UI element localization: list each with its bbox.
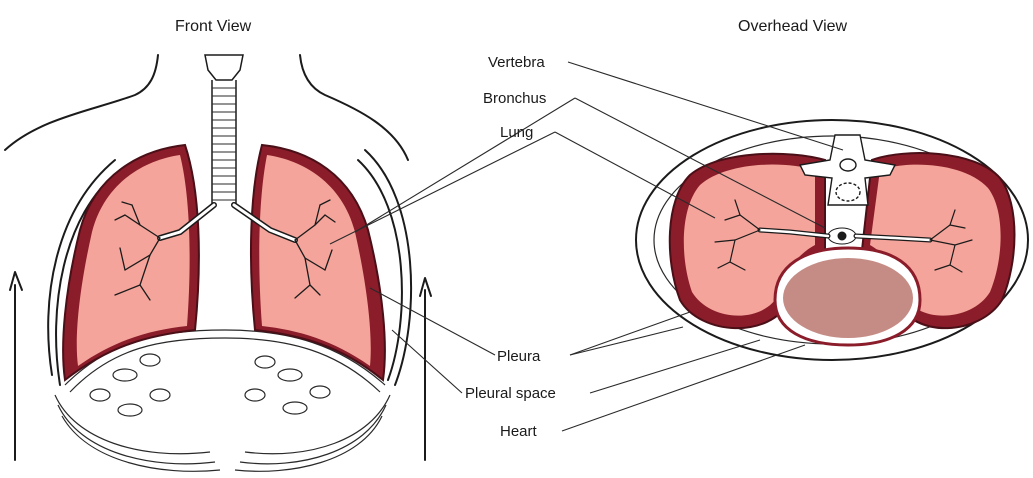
label-bronchus: Bronchus [483,90,546,107]
front-left-lung [63,145,199,380]
overhead-view-title: Overhead View [738,18,848,35]
label-vertebra: Vertebra [488,54,545,71]
front-view [5,55,431,471]
label-heart: Heart [500,423,538,440]
overhead-heart [775,248,920,345]
label-pleural-space: Pleural space [465,385,556,402]
front-view-title: Front View [175,18,252,35]
trachea [205,55,243,205]
label-lung: Lung [500,124,533,141]
overhead-view [636,120,1028,360]
label-pleura: Pleura [497,348,541,365]
